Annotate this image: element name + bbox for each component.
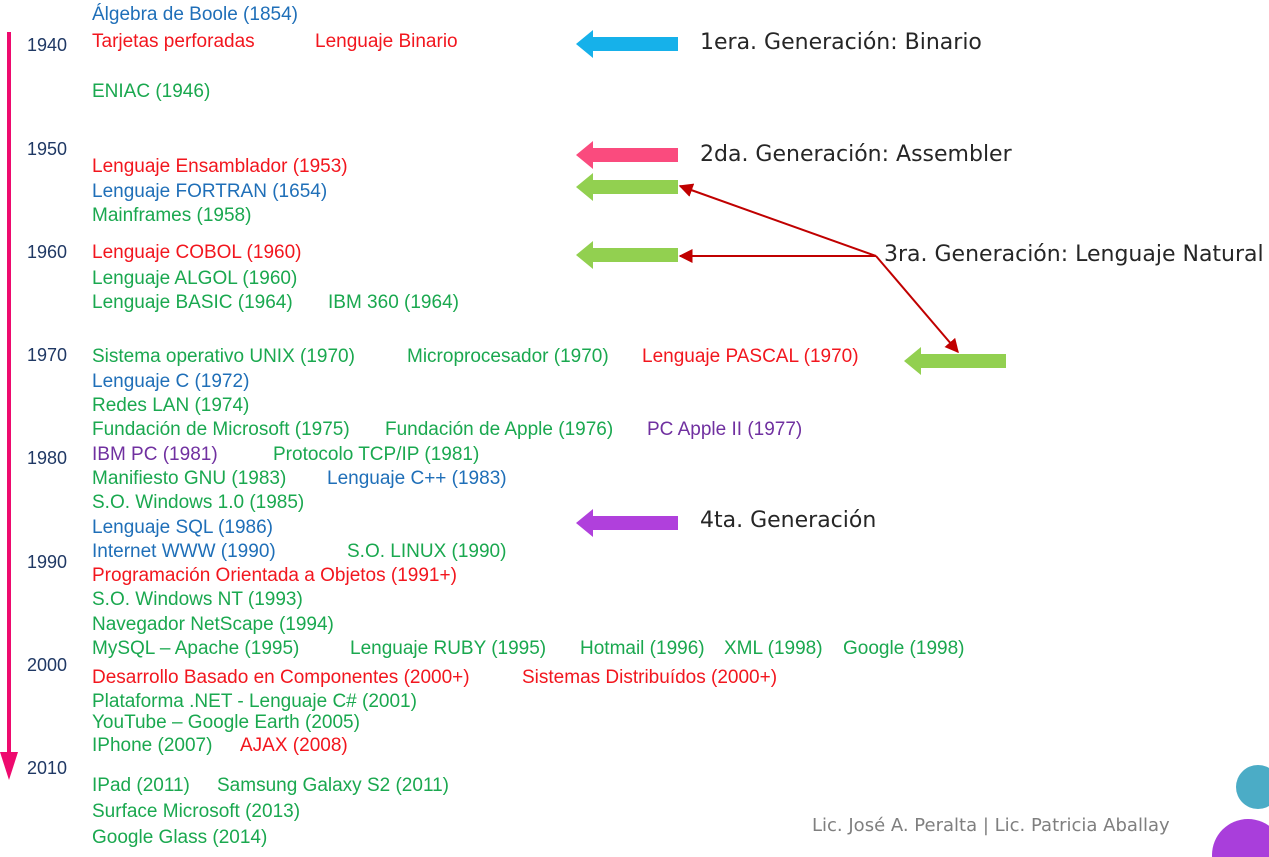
year-1980: 1980 xyxy=(27,448,68,468)
gen4-label: 4ta. Generación xyxy=(700,508,877,533)
event-cpp: Lenguaje C++ (1983) xyxy=(327,468,507,489)
gen4-arrow xyxy=(576,509,678,537)
event-cobol: Lenguaje COBOL (1960) xyxy=(92,242,302,263)
gen2-arrow xyxy=(576,141,678,169)
event-mysql-apache: MySQL – Apache (1995) xyxy=(92,638,300,659)
event-eniac: ENIAC (1946) xyxy=(92,81,211,102)
event-apple-ii: PC Apple II (1977) xyxy=(647,419,803,440)
event-unix: Sistema operativo UNIX (1970) xyxy=(92,346,355,367)
event-youtube: YouTube – Google Earth (2005) xyxy=(92,712,360,733)
gen1-arrow xyxy=(576,30,678,58)
event-windows-1: S.O. Windows 1.0 (1985) xyxy=(92,492,305,513)
year-1960: 1960 xyxy=(27,242,68,262)
gen3-arrow-cobol xyxy=(576,241,678,269)
event-surface: Surface Microsoft (2013) xyxy=(92,801,301,822)
event-basic: Lenguaje BASIC (1964) xyxy=(92,292,293,313)
year-1950: 1950 xyxy=(27,139,68,159)
gen2-label: 2da. Generación: Assembler xyxy=(700,142,1012,167)
year-2010: 2010 xyxy=(27,758,68,778)
connector-fortran xyxy=(678,183,877,257)
decor-circle-teal xyxy=(1236,765,1269,809)
footer-authors: Lic. José A. Peralta | Lic. Patricia Aba… xyxy=(812,815,1170,836)
year-1970: 1970 xyxy=(27,345,68,365)
timeline-arrowhead xyxy=(0,752,18,780)
event-microprocesador: Microprocesador (1970) xyxy=(407,346,609,367)
gen3-label: 3ra. Generación: Lenguaje Natural xyxy=(884,242,1264,267)
year-2000: 2000 xyxy=(27,655,68,675)
gen3-arrow-pascal xyxy=(904,347,1006,375)
event-ruby: Lenguaje RUBY (1995) xyxy=(350,638,547,659)
event-distribuidos: Sistemas Distribuídos (2000+) xyxy=(522,667,778,688)
event-linux: S.O. LINUX (1990) xyxy=(347,541,507,562)
event-netscape: Navegador NetScape (1994) xyxy=(92,614,334,635)
event-tarjetas: Tarjetas perforadas xyxy=(92,31,255,52)
gen1-label: 1era. Generación: Binario xyxy=(700,30,982,55)
event-algol: Lenguaje ALGOL (1960) xyxy=(92,268,298,289)
event-galaxy-s2: Samsung Galaxy S2 (2011) xyxy=(217,775,449,796)
event-poo: Programación Orientada a Objetos (1991+) xyxy=(92,565,457,586)
event-ibm360: IBM 360 (1964) xyxy=(328,292,459,313)
event-mainframes: Mainframes (1958) xyxy=(92,205,252,226)
event-pascal: Lenguaje PASCAL (1970) xyxy=(642,346,859,367)
event-google: Google (1998) xyxy=(843,638,965,659)
event-hotmail: Hotmail (1996) xyxy=(580,638,705,659)
event-ajax: AJAX (2008) xyxy=(240,735,348,756)
event-iphone: IPhone (2007) xyxy=(92,735,213,756)
event-ensamblador: Lenguaje Ensamblador (1953) xyxy=(92,156,348,177)
event-algebra-boole: Álgebra de Boole (1854) xyxy=(92,4,298,25)
event-lenguaje-c: Lenguaje C (1972) xyxy=(92,371,250,392)
connector-pascal xyxy=(875,255,959,354)
event-sql: Lenguaje SQL (1986) xyxy=(92,517,273,538)
event-gnu: Manifiesto GNU (1983) xyxy=(92,468,287,489)
event-microsoft: Fundación de Microsoft (1975) xyxy=(92,419,350,440)
event-google-glass: Google Glass (2014) xyxy=(92,827,268,848)
year-1940: 1940 xyxy=(27,35,68,55)
event-redes-lan: Redes LAN (1974) xyxy=(92,395,250,416)
event-componentes: Desarrollo Basado en Componentes (2000+) xyxy=(92,667,470,688)
event-fortran: Lenguaje FORTRAN (1654) xyxy=(92,181,328,202)
event-binario: Lenguaje Binario xyxy=(315,31,458,52)
event-ipad: IPad (2011) xyxy=(92,775,190,796)
gen3-arrow-fortran xyxy=(576,173,678,201)
decor-circle-purple xyxy=(1212,819,1269,857)
event-windows-nt: S.O. Windows NT (1993) xyxy=(92,589,303,610)
event-dotnet: Plataforma .NET - Lenguaje C# (2001) xyxy=(92,691,417,712)
event-ibm-pc: IBM PC (1981) xyxy=(92,444,218,465)
event-apple: Fundación de Apple (1976) xyxy=(385,419,614,440)
event-tcp-ip: Protocolo TCP/IP (1981) xyxy=(273,444,480,465)
event-xml: XML (1998) xyxy=(724,638,823,659)
year-1990: 1990 xyxy=(27,552,68,572)
event-www: Internet WWW (1990) xyxy=(92,541,276,562)
